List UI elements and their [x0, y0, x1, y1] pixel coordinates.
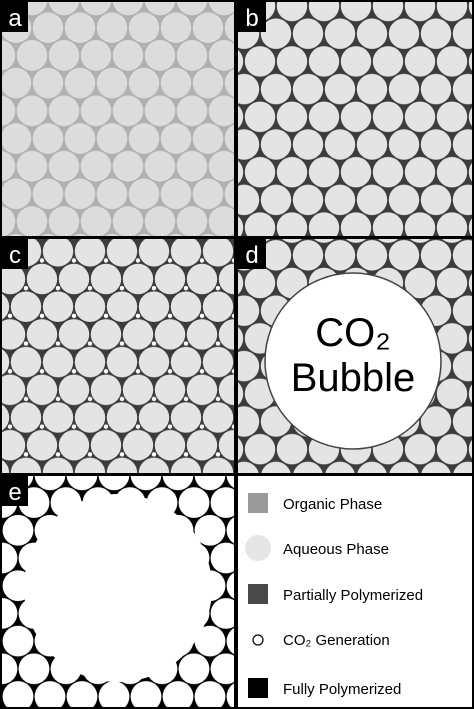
co2-swatch	[252, 634, 264, 646]
legend-panel: Organic Phase Aqueous Phase Partially Po…	[236, 474, 474, 709]
bubble-label-line2: Bubble	[291, 356, 416, 400]
foam-void	[24, 494, 212, 682]
panel-label-c: c	[9, 242, 21, 269]
partial-swatch	[248, 584, 268, 604]
panel-c: c	[0, 237, 236, 475]
panel-a: a	[0, 0, 236, 238]
legend-label-aqueous-phase: Aqueous Phase	[283, 541, 389, 558]
bubble-label-line1: CO₂	[315, 311, 391, 355]
legend-item-co2-generation: CO₂ Generation	[252, 632, 390, 649]
panel-d: d CO₂ Bubble	[236, 237, 474, 475]
legend-item-partially-polymerized: Partially Polymerized	[248, 584, 423, 604]
legend-label-partially-polymerized: Partially Polymerized	[283, 587, 423, 604]
legend-item-organic-phase: Organic Phase	[248, 493, 382, 513]
panel-label-e: e	[8, 479, 21, 506]
legend-label-co2-generation: CO₂ Generation	[283, 632, 390, 649]
legend-label-organic-phase: Organic Phase	[283, 496, 382, 513]
panel-label-a: a	[8, 5, 22, 32]
full-swatch	[248, 678, 268, 698]
panel-label-b: b	[245, 5, 258, 32]
panel-b: b	[236, 0, 474, 238]
legend-item-fully-polymerized: Fully Polymerized	[248, 678, 401, 698]
aqueous-swatch	[245, 535, 271, 561]
panel-e: e	[0, 474, 236, 709]
organic-swatch	[248, 493, 268, 513]
legend-item-aqueous-phase: Aqueous Phase	[245, 535, 389, 561]
panel-label-d: d	[245, 242, 258, 269]
legend-label-fully-polymerized: Fully Polymerized	[283, 681, 401, 698]
co2-bubble	[264, 272, 442, 450]
